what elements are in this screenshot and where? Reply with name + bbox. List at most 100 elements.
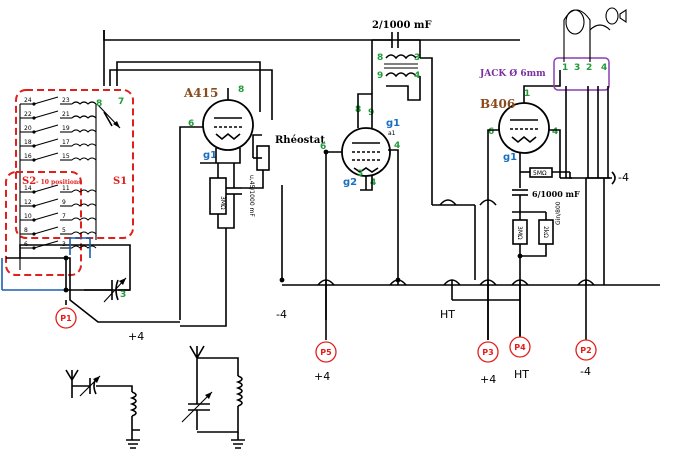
a415-envelope: [202, 99, 254, 151]
s2-coil: [71, 245, 97, 249]
b406-pin-4: 4: [552, 127, 558, 137]
a415-grid-label: g1: [203, 150, 217, 161]
b406-label: B406: [480, 97, 515, 111]
jack-pin-3: 3: [574, 63, 580, 73]
test-point-p5[interactable]: P5: [315, 341, 337, 363]
antenna-inset-right: [181, 345, 245, 449]
s1-coil: [71, 157, 97, 161]
s2-row-label-right: 5: [62, 227, 66, 234]
s1-row-label-right: 21: [62, 111, 70, 118]
s2-coil: [71, 217, 97, 221]
rail-ht-a: HT: [440, 308, 455, 321]
tuning-capacitor: 3: [84, 277, 130, 303]
s1-coil: [71, 143, 97, 147]
b406-2k-label: 2kΩ: [542, 226, 549, 238]
top-cap-label: 2/1000 mF: [372, 20, 432, 31]
s2-coil: [71, 231, 97, 235]
xf-pin-8: 8: [377, 53, 383, 63]
jack-pin-4: 4: [601, 63, 607, 73]
detector-pin-3: 3: [357, 169, 363, 179]
jack-pin-1: 1: [562, 63, 568, 73]
s1-coil: [71, 101, 97, 105]
a415-pin-6: 6: [188, 119, 194, 129]
s1-label: S1: [113, 176, 127, 187]
antenna-icon-2: [189, 345, 205, 376]
rail-minus4-a: -4: [276, 308, 287, 321]
a415-res-label: 3MΩ: [219, 196, 226, 210]
a415-cap-label: u,45/1000 mF: [248, 175, 255, 217]
s2-coil: [71, 203, 97, 207]
s2-label: S2: [22, 176, 36, 187]
test-point-label: P3: [482, 348, 493, 357]
antenna-inset-left: [65, 369, 140, 449]
s1-contact-row[interactable]: 24 23: [20, 96, 72, 106]
test-point-p1[interactable]: P1: [55, 307, 77, 329]
detector-wiring: [279, 86, 660, 320]
rail-plus4-b: +4: [314, 370, 330, 383]
b406-gin-label: Gin/800: [555, 201, 562, 225]
s2-coil: [71, 189, 97, 193]
tube-a415: A415 8 6 g1: [183, 85, 254, 161]
s2-row-label-right: 7: [62, 213, 66, 220]
s1-row-label-right: 23: [62, 97, 70, 104]
xf-pin-3: 3: [414, 53, 420, 63]
test-point-p4[interactable]: P4: [509, 336, 531, 358]
b406-pin-1: 1: [524, 89, 530, 99]
b406-pin-6: 6: [488, 127, 494, 137]
b406-grid-res-label: 5MΩ: [533, 170, 547, 177]
rail-ht-b: HT: [514, 368, 529, 381]
output-right: -4: [586, 171, 629, 185]
headphones-icon: [563, 7, 627, 62]
s1-row-label: 16: [24, 153, 32, 160]
xf-pin-4: 4: [414, 71, 420, 81]
s2-row-label: 8: [24, 227, 28, 234]
a415-wiring: 3MΩ u,45/1000 mF Rhéostat: [179, 126, 325, 327]
b406-grid-label: g1: [503, 152, 517, 163]
tube-b406: B406 1 6 4 g1: [480, 89, 558, 163]
detector-pin-4b: 4: [370, 178, 376, 188]
test-point-label: P1: [60, 314, 72, 323]
test-point-label: P4: [514, 343, 526, 352]
b406-cap-label: 6/1000 mF: [532, 189, 580, 199]
detector-pin-4: 4: [394, 141, 400, 151]
tube-detector: 8 9 g1 a1 6 4 g2 3 4: [320, 105, 400, 188]
antenna-icon: [65, 369, 79, 398]
s2-row-label: 14: [24, 185, 32, 192]
s2-note: - 10 positions: [36, 179, 82, 186]
s2-box: [5, 171, 82, 276]
rail-plus4-a: +4: [128, 330, 144, 343]
detector-pin-9: 9: [368, 108, 374, 118]
s1-row-label-right: 17: [62, 139, 70, 146]
s1-row-label-right: 19: [62, 125, 70, 132]
test-point-label: P5: [320, 348, 332, 357]
jack-pin-2: 2: [586, 63, 592, 73]
detector-a1-label: a1: [388, 130, 396, 137]
s1-row-label: 24: [24, 97, 32, 104]
right-minus4: -4: [618, 171, 629, 184]
test-point-p2[interactable]: P2: [575, 339, 597, 361]
s1-coil: [71, 129, 97, 133]
s1-row-label: 20: [24, 125, 32, 132]
test-point-label: P2: [580, 346, 591, 355]
rheostat-label: Rhéostat: [275, 135, 325, 146]
tune-pin-3: 3: [120, 290, 126, 300]
b406-res-label: 3MΩ: [516, 226, 523, 240]
xf-pin-9: 9: [377, 71, 383, 81]
test-point-p3[interactable]: P3: [477, 341, 499, 363]
s1-pin-8: 8: [96, 99, 102, 109]
